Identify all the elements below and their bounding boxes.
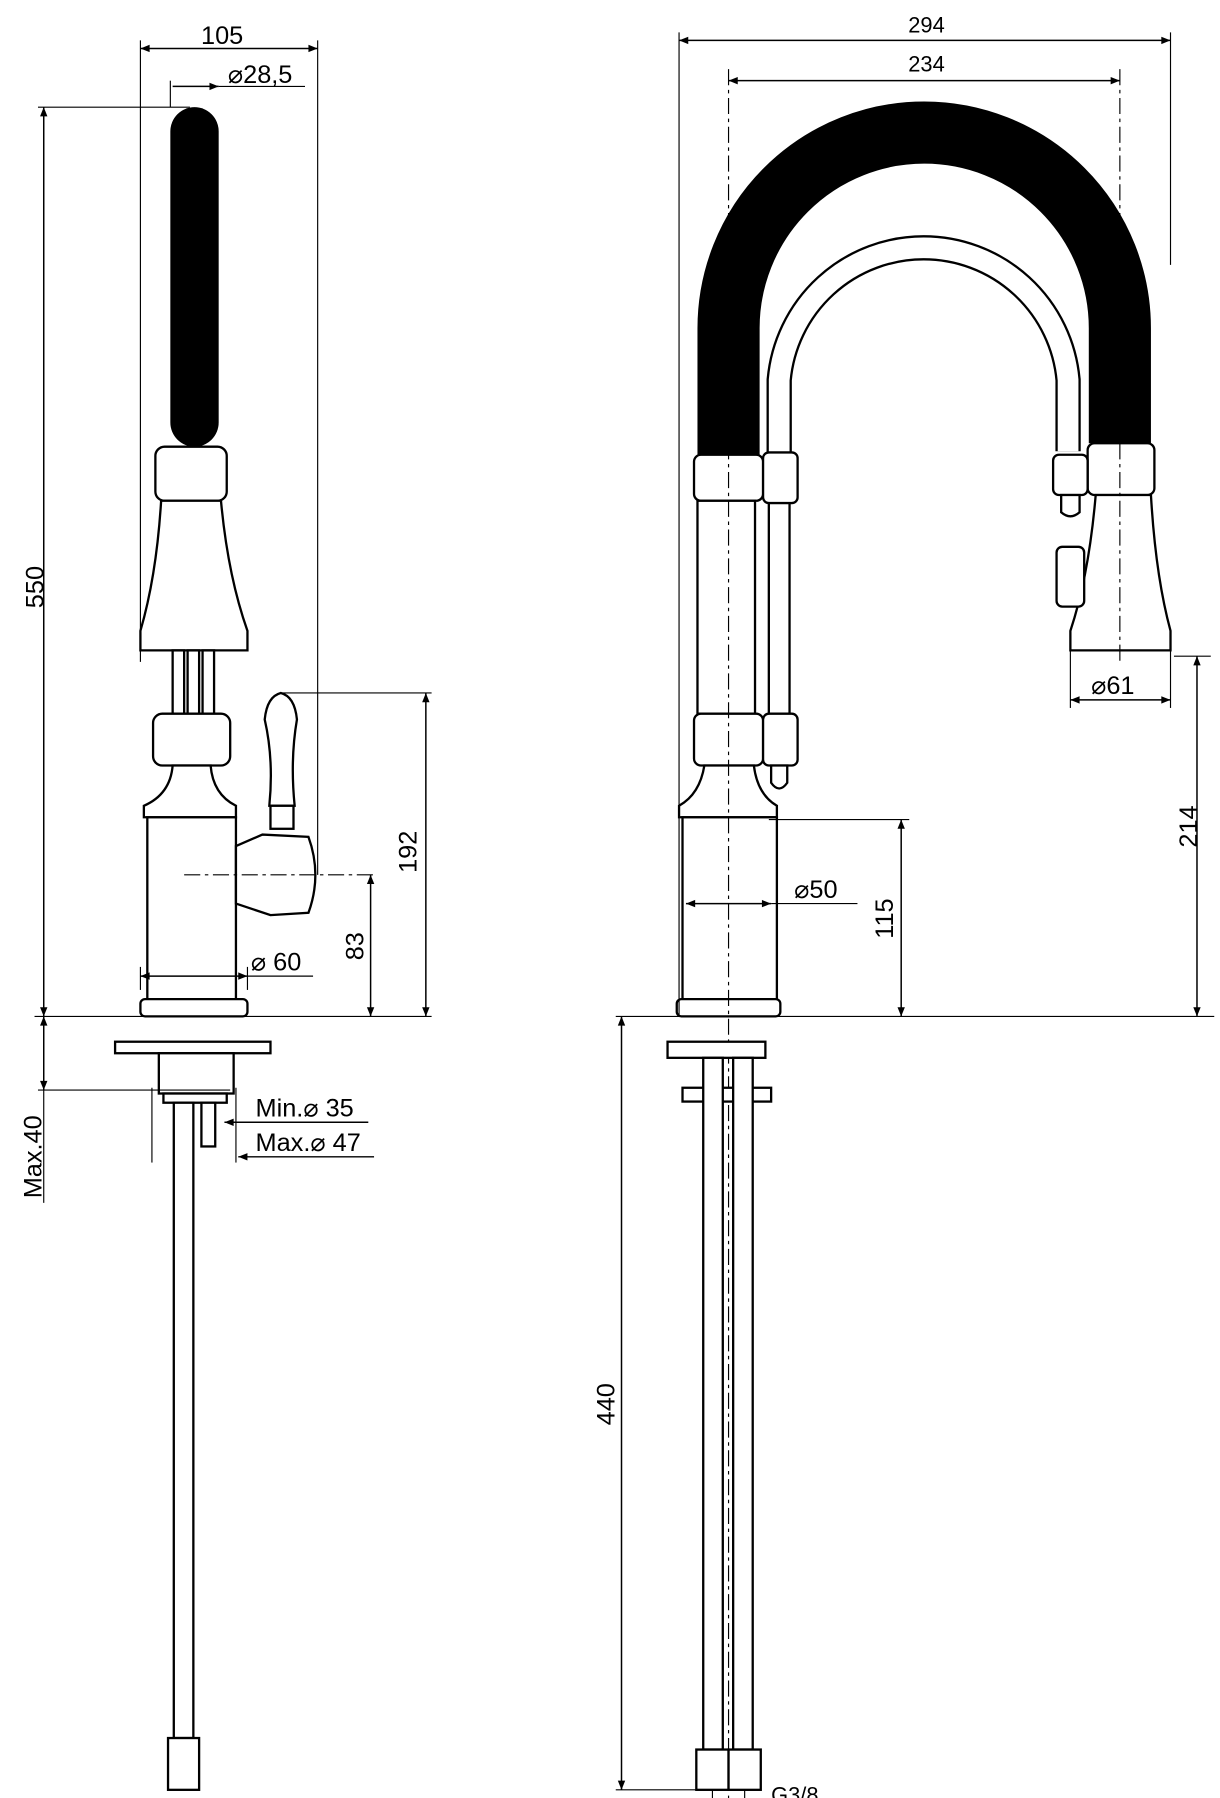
lever-collar: [269, 804, 295, 830]
side-faucet-body: [113, 107, 378, 1791]
dim-hole-max: Max.⌀ 47: [256, 1129, 361, 1157]
dim-105: 105: [201, 22, 243, 50]
spray-head-ring: [1086, 442, 1156, 497]
mounting-plate: [113, 1040, 272, 1055]
stem-right: [201, 649, 216, 715]
side-view: 105 ⌀28,5 550 192 83 ⌀ 60 Max.40: [19, 22, 432, 1791]
dim-max-40: Max.40: [19, 1115, 47, 1198]
connector-nut-1: [695, 1748, 730, 1791]
dim-83: 83: [342, 932, 370, 960]
dim-192: 192: [395, 831, 423, 873]
dim-hose-dia: ⌀28,5: [228, 61, 293, 89]
dim-spray-dia: ⌀61: [1091, 672, 1134, 700]
hose-connector-nut: [166, 1736, 201, 1791]
lever-handle: [263, 691, 299, 807]
mounting-nut: [162, 1092, 228, 1104]
dim-294: 294: [908, 12, 944, 37]
rod-end-cap: [769, 764, 789, 790]
body-cylinder: [146, 816, 238, 1003]
dim-234: 234: [908, 51, 944, 76]
supply-hose: [172, 1101, 195, 1740]
spray-mode-button: [1055, 545, 1086, 608]
dim-body-dia: ⌀50: [794, 876, 837, 904]
rod: [767, 499, 791, 715]
front-dimensions: 294 234 ⌀61 214 115 ⌀50 440 G3/8: [593, 12, 1215, 1798]
body-ring: [151, 712, 232, 767]
dim-connection-thread: G3/8: [771, 1782, 818, 1798]
supply-hose-2: [732, 1056, 754, 1751]
dim-440: 440: [593, 1383, 621, 1425]
body-neck: [142, 764, 238, 819]
threaded-stud: [200, 1101, 217, 1148]
spray-head-bell: [139, 499, 249, 652]
dim-214: 214: [1175, 805, 1203, 847]
body-base: [139, 997, 249, 1018]
side-dimensions: 105 ⌀28,5 550 192 83 ⌀ 60 Max.40: [19, 22, 432, 1203]
spray-connector-tip: [1060, 493, 1081, 518]
front-washer: [681, 1086, 773, 1103]
dim-115: 115: [871, 898, 899, 938]
front-faucet-body: [666, 69, 1172, 1798]
front-mounting-plate: [666, 1040, 767, 1059]
rod-upper-connector: [761, 451, 799, 505]
supply-hose-1: [702, 1056, 724, 1751]
dim-550: 550: [22, 566, 50, 608]
column-tube: [696, 499, 757, 715]
spray-connector: [1051, 453, 1089, 497]
rod-lower-connector: [761, 712, 799, 767]
pullout-hose: [170, 107, 219, 447]
mounting-bracket: [157, 1052, 235, 1095]
hose-ring: [154, 445, 228, 502]
connector-nut-2: [727, 1748, 762, 1791]
dim-hole-min: Min.⌀ 35: [256, 1095, 354, 1123]
front-view: 294 234 ⌀61 214 115 ⌀50 440 G3/8: [593, 12, 1215, 1798]
front-body-cylinder: [681, 816, 779, 1003]
stem-left: [171, 649, 186, 715]
dim-base-dia: ⌀ 60: [251, 948, 301, 976]
stem-mid: [186, 649, 201, 715]
pullout-hose-arc: [697, 101, 1151, 455]
